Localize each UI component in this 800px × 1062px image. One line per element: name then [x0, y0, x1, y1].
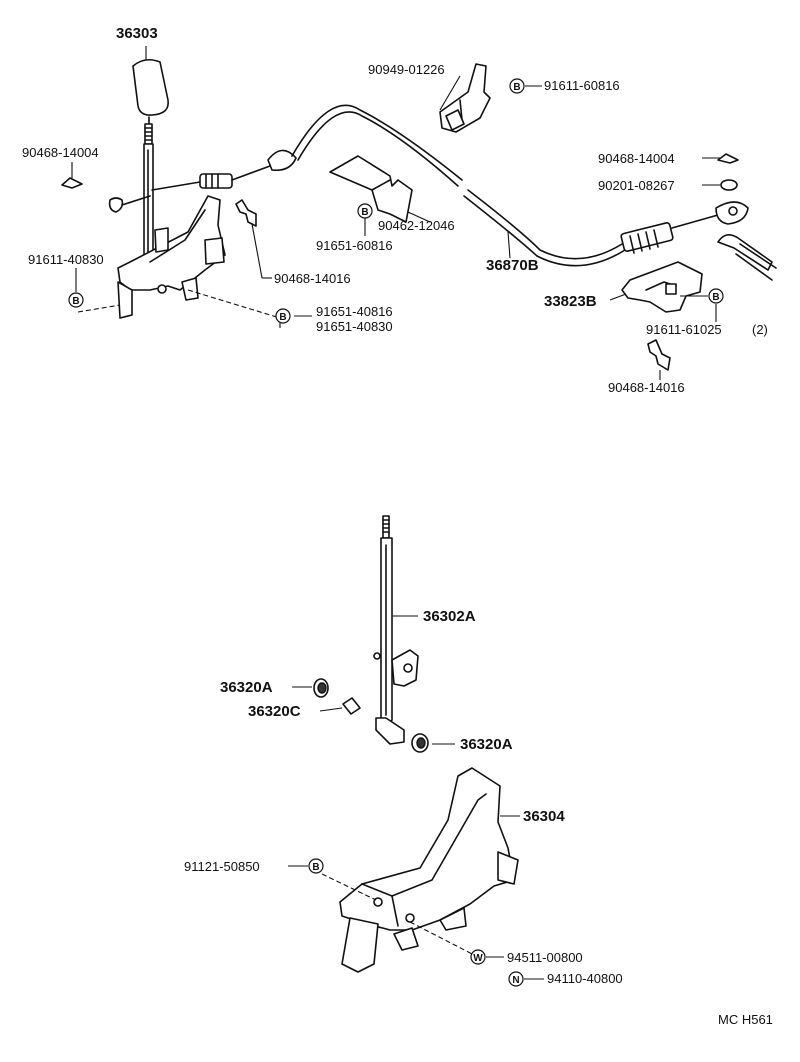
pin-36320C: [342, 697, 361, 715]
lower-assembly: [288, 515, 544, 987]
bushing-36320A-left: [313, 678, 329, 698]
bracket-33823B: [621, 261, 703, 313]
label-91611-61025: 91611-61025: [646, 322, 722, 337]
clip-left: [61, 177, 83, 189]
upper-assembly: [61, 46, 777, 380]
shift-knob: [132, 58, 169, 125]
label-94511-00800: 94511-00800: [507, 950, 583, 965]
drawing-code: MC H561: [718, 1012, 773, 1027]
bolt-symbol: B: [279, 312, 286, 323]
bolt-symbol: B: [72, 296, 79, 307]
label-91651-40816: 91651-40816: [316, 304, 393, 319]
label-94110-40800: 94110-40800: [547, 971, 623, 986]
cable-end-left: [151, 149, 297, 191]
label-36320A-left: 36320A: [220, 679, 273, 696]
base-bracket-36304: [339, 767, 519, 973]
label-36304: 36304: [523, 808, 565, 825]
bolt-symbol: B: [513, 82, 520, 93]
washer-symbol: W: [473, 953, 483, 964]
washer-90201: [720, 179, 738, 191]
lever-36302A: [373, 515, 419, 745]
label-36302A: 36302A: [423, 608, 476, 625]
clip-right: [717, 153, 739, 164]
label-91611-60816: 91611-60816: [544, 78, 620, 93]
label-91651-40830: 91651-40830: [316, 319, 393, 334]
label-90468-14016-upper: 90468-14016: [274, 271, 351, 286]
label-90949-01226: 90949-01226: [368, 62, 445, 77]
label-90468-14004-left: 90468-14004: [22, 145, 99, 160]
bushing-36320A-right: [411, 733, 429, 753]
label-90201-08267: 90201-08267: [598, 178, 675, 193]
label-90462-12046: 90462-12046: [378, 218, 455, 233]
label-36870B: 36870B: [486, 257, 539, 274]
label-91611-61025-qty: (2): [752, 322, 768, 337]
label-90468-14016-lower: 90468-14016: [608, 380, 685, 395]
bolt-symbol: B: [712, 292, 719, 303]
label-91651-60816: 91651-60816: [316, 238, 393, 253]
label-36320A-right: 36320A: [460, 736, 513, 753]
shift-lever-rod: [143, 123, 154, 276]
clip-upper: [235, 199, 257, 227]
label-91121-50850: 91121-50850: [184, 859, 260, 874]
control-cable: [291, 104, 749, 267]
clip-lower-right: [647, 339, 671, 371]
label-36320C: 36320C: [248, 703, 301, 720]
cable-bracket-top: [439, 63, 491, 133]
middle-clamp: [329, 155, 413, 223]
label-36303: 36303: [116, 25, 158, 42]
bolt-symbol: B: [361, 207, 368, 218]
transmission-lever-end: [717, 234, 777, 281]
label-91611-40830: 91611-40830: [28, 252, 104, 267]
bolt-symbol: B: [312, 862, 319, 873]
label-90468-14004-right: 90468-14004: [598, 151, 675, 166]
nut-symbol: N: [512, 975, 519, 986]
lever-bracket: [108, 195, 226, 319]
label-33823B: 33823B: [544, 293, 597, 310]
